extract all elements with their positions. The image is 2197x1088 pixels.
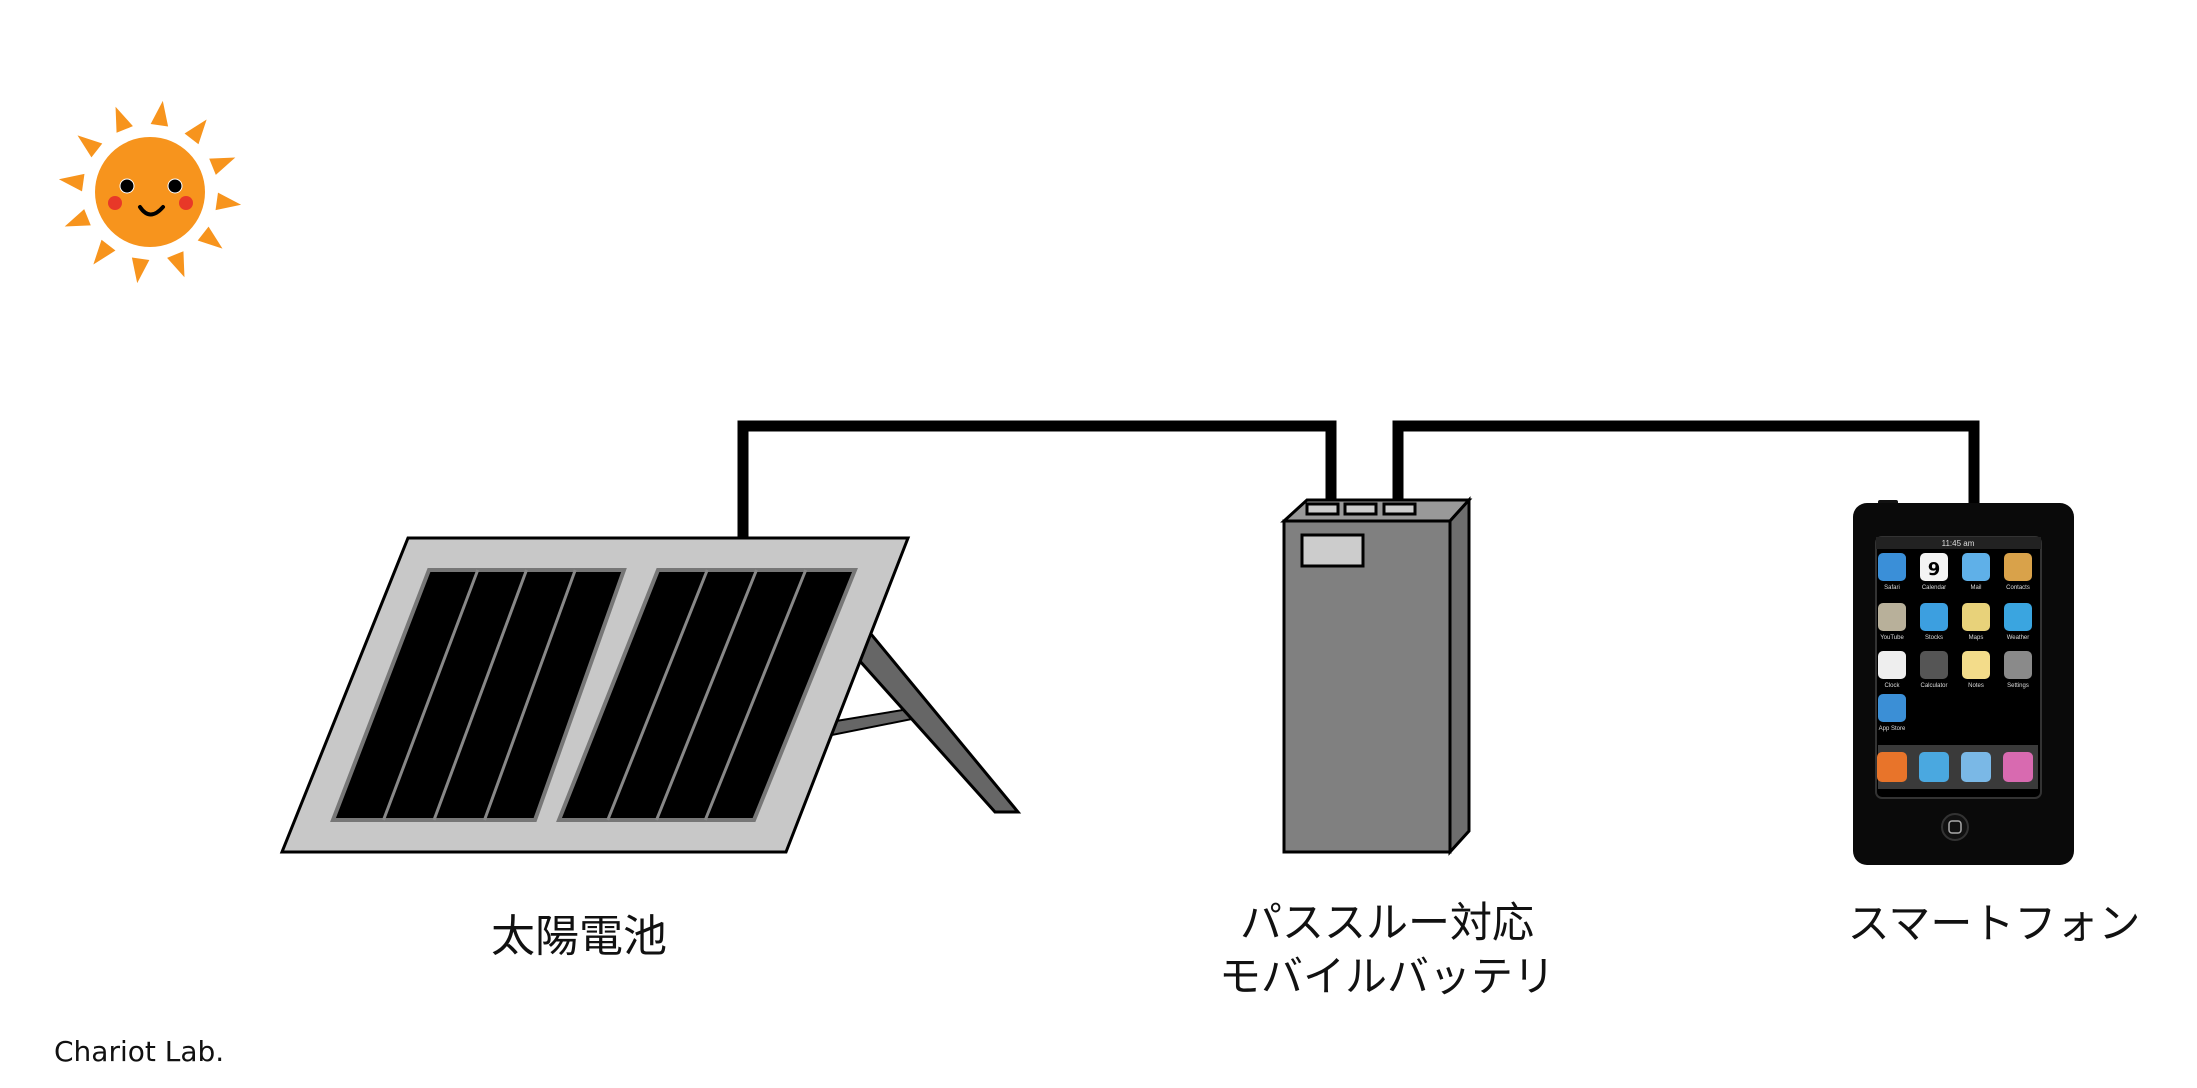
dock-app-icon[interactable] [1877, 752, 1907, 782]
sun-icon [58, 100, 242, 284]
dock-app-icon[interactable] [1919, 752, 1949, 782]
battery-indicator [1300, 533, 1365, 568]
calendar-day: 9 [1928, 559, 1941, 580]
app-label: Settings [2007, 683, 2029, 689]
sun-ray [184, 119, 207, 145]
sun-ray [64, 209, 91, 227]
app-label: Calendar [1922, 585, 1946, 591]
app-label: Maps [1969, 635, 1984, 641]
app-label: Calculator [1920, 683, 1947, 689]
credit-text: Chariot Lab. [54, 1035, 224, 1068]
app-label: Clock [1884, 683, 1900, 689]
usb-port [1305, 502, 1340, 516]
app-label: Weather [2007, 635, 2030, 641]
sun-ray [150, 100, 169, 127]
app-label: Notes [1968, 683, 1984, 689]
cell-divider [483, 569, 577, 821]
app-icon-calculator[interactable]: Calculator [1920, 651, 1948, 689]
cell-divider [606, 569, 709, 821]
app-label: YouTube [1880, 635, 1904, 641]
sun-ray [115, 106, 133, 133]
solar-panel [279, 536, 1022, 854]
dock-app-icon[interactable] [2003, 752, 2033, 782]
app-icon-youtube[interactable]: YouTube [1878, 603, 1906, 641]
app-icon-maps[interactable]: Maps [1962, 603, 1990, 641]
app-icon-settings[interactable]: Settings [2004, 651, 2032, 689]
smartphone-label: スマートフォン [1848, 899, 2141, 948]
home-button [1948, 820, 1962, 834]
sun-ray [197, 226, 223, 249]
app-label: Contacts [2006, 585, 2030, 591]
sun-ray [93, 239, 116, 265]
app-icon-app-store[interactable]: App Store [1878, 694, 1906, 732]
app-icon-weather[interactable]: Weather [2004, 603, 2032, 641]
sun-ray [77, 135, 103, 158]
app-icon-safari[interactable]: Safari [1878, 553, 1906, 591]
phone-clock: 11:45 am [1942, 539, 1975, 548]
app-icon-mail[interactable]: Mail [1962, 553, 1990, 591]
app-label: Safari [1884, 585, 1900, 591]
cable-panel-to-battery [737, 420, 1337, 538]
sun-ray [215, 192, 242, 211]
app-icon-clock[interactable]: Clock [1878, 651, 1906, 689]
app-label: App Store [1879, 726, 1906, 732]
app-label: Stocks [1925, 635, 1943, 641]
app-icon-notes[interactable]: Notes [1962, 651, 1990, 689]
mobile-battery [1280, 496, 1473, 856]
battery-label-line2: モバイルバッテリ [1219, 952, 1555, 1001]
sun-ray [58, 173, 85, 192]
app-icon-calendar[interactable]: Calendar 9 [1920, 553, 1948, 591]
usb-port [1382, 502, 1417, 516]
solar-panel-label: 太陽電池 [491, 911, 667, 962]
cell-divider [432, 569, 528, 821]
dock-app-icon[interactable] [1961, 752, 1991, 782]
cell-divider [655, 569, 758, 821]
sun-ray [167, 251, 185, 278]
sun-ray [209, 157, 236, 175]
battery-label-line1: パススルー対応 [1240, 898, 1534, 947]
cable-battery-to-phone [1392, 420, 1980, 507]
usb-port [1343, 502, 1378, 516]
app-icon-stocks[interactable]: Stocks [1920, 603, 1948, 641]
cell-divider [382, 569, 480, 821]
app-icon-contacts[interactable]: Contacts [2004, 553, 2032, 591]
app-label: Mail [1970, 585, 1981, 591]
cell-divider [703, 569, 808, 821]
sun-ray [131, 257, 150, 284]
